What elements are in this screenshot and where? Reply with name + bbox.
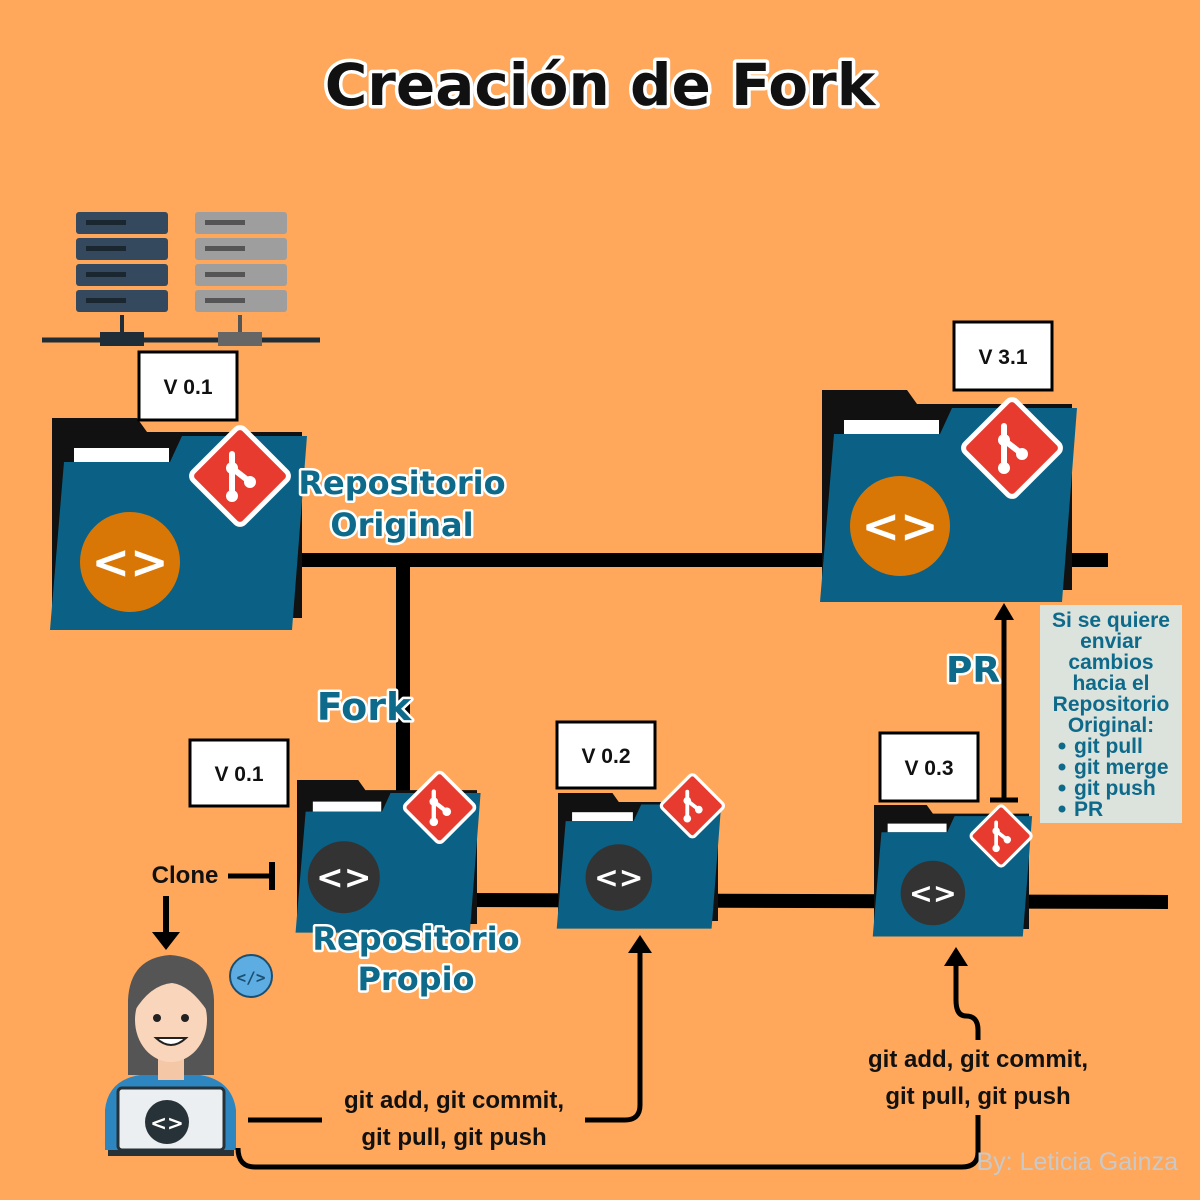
svg-text:<>: <>	[91, 535, 168, 589]
code-badge-icon	[850, 476, 950, 576]
svg-text:PR: PR	[1074, 798, 1103, 821]
clone-arrow	[152, 862, 275, 950]
commands-right-line1: git add, git commit,	[868, 1046, 1088, 1073]
own-repo-label-line2: Propio	[357, 960, 474, 998]
arrow-to-v02	[628, 935, 652, 953]
svg-text:V 0.1: V 0.1	[214, 763, 263, 786]
laptop-icon: <>	[108, 1086, 234, 1156]
credit: By: Leticia Gainza	[977, 1148, 1179, 1176]
clone-label: Clone	[152, 862, 219, 889]
svg-text:git pull: git pull	[1074, 735, 1143, 758]
page-title: Creación de Fork	[325, 51, 877, 119]
svg-text:Original:: Original:	[1068, 714, 1154, 737]
original-repo-folder: <>	[50, 418, 307, 630]
own-repo-folder-v01: <>	[295, 771, 481, 933]
svg-text:Repositorio: Repositorio	[1053, 693, 1170, 716]
svg-text:V 0.1: V 0.1	[163, 376, 212, 399]
svg-text:git merge: git merge	[1074, 756, 1169, 779]
version-box-own-v02: V 0.2	[555, 720, 657, 790]
version-box-original: V 0.1	[137, 350, 239, 422]
svg-text:<>: <>	[909, 877, 957, 910]
own-repo-folder-v02: <>	[556, 771, 727, 929]
pr-arrow	[990, 603, 1018, 803]
code-bubble-icon: </>	[229, 954, 273, 998]
original-repo-label-line2: Original	[330, 506, 473, 544]
svg-text:cambios: cambios	[1068, 651, 1153, 674]
arrow-to-v03	[944, 947, 968, 966]
svg-text:<>: <>	[861, 499, 938, 553]
svg-text:Si se quiere: Si se quiere	[1052, 609, 1170, 632]
svg-text:</>: </>	[237, 968, 266, 987]
svg-text:<>: <>	[150, 1111, 184, 1135]
code-badge-icon	[900, 860, 966, 926]
svg-text:git push: git push	[1074, 777, 1156, 800]
pr-label: PR	[946, 650, 1000, 691]
original-repo-label-line1: Repositorio	[298, 464, 505, 502]
pr-note: Si se quiere enviar cambios hacia el Rep…	[1052, 609, 1170, 821]
svg-text:hacia el: hacia el	[1072, 672, 1149, 695]
server-icon	[42, 212, 320, 346]
version-box-upstream: V 3.1	[952, 320, 1054, 392]
commit-path-right	[235, 965, 981, 1170]
code-badge-icon	[80, 512, 180, 612]
version-box-own-v03: V 0.3	[878, 731, 980, 803]
svg-text:V 0.3: V 0.3	[904, 757, 953, 780]
code-badge-icon	[585, 844, 653, 911]
code-badge-icon	[307, 841, 380, 914]
upstream-folder: <>	[820, 390, 1077, 602]
svg-text:V 0.2: V 0.2	[581, 745, 630, 768]
commit-path-left	[248, 950, 643, 1123]
commands-right-line2: git pull, git push	[885, 1083, 1070, 1110]
own-repo-folder-v03: <>	[872, 802, 1035, 937]
note-bullet-list: git pull git merge git push PR	[1058, 735, 1169, 821]
fork-label: Fork	[317, 685, 412, 729]
commands-left-line2: git pull, git push	[361, 1124, 546, 1151]
version-box-own-v01: V 0.1	[188, 738, 290, 808]
commands-left-line1: git add, git commit,	[344, 1087, 564, 1114]
svg-text:V 3.1: V 3.1	[978, 346, 1027, 369]
svg-text:<>: <>	[316, 858, 371, 897]
svg-text:enviar: enviar	[1080, 630, 1142, 653]
svg-text:<>: <>	[594, 861, 643, 895]
own-repo-label-line1: Repositorio	[312, 920, 519, 958]
